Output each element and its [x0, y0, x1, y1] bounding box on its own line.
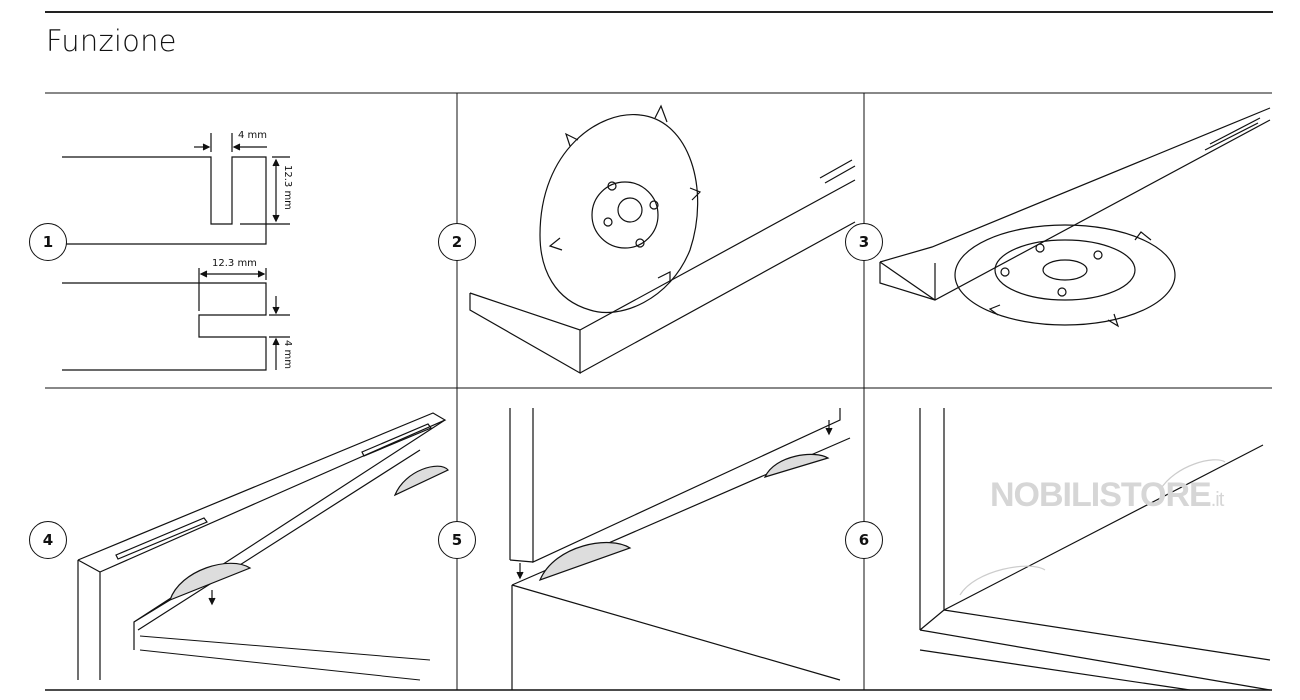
panel-1-slot-profiles: [62, 133, 290, 371]
step-3-badge: 3: [845, 223, 883, 261]
panel-3-cutting-groove: [879, 107, 1271, 328]
panel-2-cutter-blade: [469, 104, 856, 375]
grid-lines: [45, 92, 1272, 691]
step-2-badge: 2: [438, 223, 476, 261]
step-6-badge: 6: [845, 521, 883, 559]
panel-5-panel-join: [509, 408, 851, 690]
top-rule: [45, 11, 1273, 13]
panel-6-assembled: [919, 408, 1271, 691]
section-title: Funzione: [46, 24, 177, 58]
step-5-badge: 5: [438, 521, 476, 559]
step-4-badge: 4: [29, 521, 67, 559]
panel-4-biscuits-insert: [77, 412, 449, 681]
dim-slot-width: 4 mm: [238, 130, 268, 141]
dim-slot-depth: 12.3 mm: [282, 165, 293, 210]
watermark-logo: NOBILISTORE.it: [990, 476, 1224, 514]
dim-slot-width-side: 4 mm: [282, 340, 293, 370]
dim-slot-depth-side: 12.3 mm: [212, 258, 257, 269]
step-1-badge: 1: [29, 223, 67, 261]
